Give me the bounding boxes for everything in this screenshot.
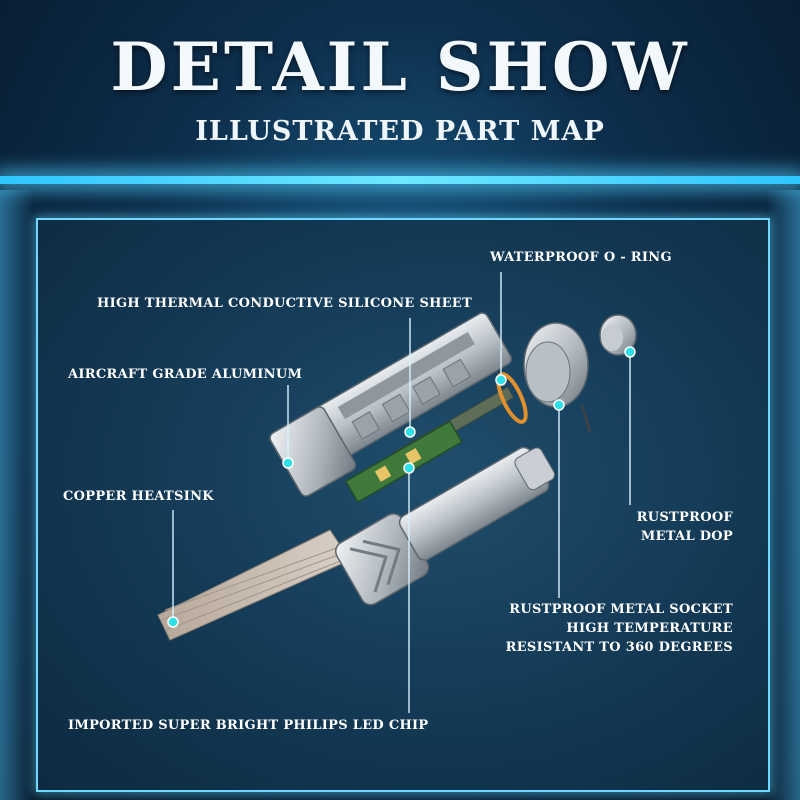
copper-heatsink-part [157, 529, 351, 641]
right-edge-glow [766, 190, 800, 800]
metal-socket-part [523, 322, 592, 433]
pointer-dot-dop [624, 346, 636, 358]
label-copper-heatsink: COPPER HEATSINK [63, 489, 214, 504]
label-metal-dop: RUSTPROOF METAL DOP [560, 508, 733, 546]
pointer-dot-silicone [404, 426, 416, 438]
label-metal-socket-line3: RESISTANT TO 360 DEGREES [505, 640, 733, 655]
aluminum-housing-part [269, 312, 512, 497]
diagram-panel [36, 218, 770, 792]
label-metal-socket: RUSTPROOF METAL SOCKET HIGH TEMPERATURE … [420, 600, 733, 657]
bulb-body-part [334, 446, 556, 606]
label-aircraft-aluminum: AIRCRAFT GRADE ALUMINUM [68, 367, 303, 382]
label-metal-socket-line1: RUSTPROOF METAL SOCKET [509, 602, 733, 617]
pointer-dot-aluminum [282, 457, 294, 469]
label-waterproof-o-ring: WATERPROOF O - RING [490, 250, 672, 265]
pointer-dot-led-chip [403, 462, 415, 474]
leader-lines [172, 272, 631, 713]
header-glow-band [0, 176, 800, 184]
label-metal-dop-line1: RUSTPROOF [636, 510, 733, 525]
label-led-chip: IMPORTED SUPER BRIGHT PHILIPS LED CHIP [68, 718, 429, 733]
page-subtitle: ILLUSTRATED PART MAP [195, 116, 605, 147]
label-metal-socket-line2: HIGH TEMPERATURE [566, 621, 733, 636]
left-edge-glow [0, 190, 34, 800]
page-title: DETAIL SHOW [110, 28, 690, 106]
metal-dop-part [599, 314, 637, 356]
label-metal-dop-line2: METAL DOP [640, 529, 733, 544]
label-silicone-sheet: HIGH THERMAL CONDUCTIVE SILICONE SHEET [97, 296, 473, 311]
pointer-dot-heatsink [167, 616, 179, 628]
pointer-dot-o-ring [495, 374, 507, 386]
pointer-dot-socket [553, 399, 565, 411]
